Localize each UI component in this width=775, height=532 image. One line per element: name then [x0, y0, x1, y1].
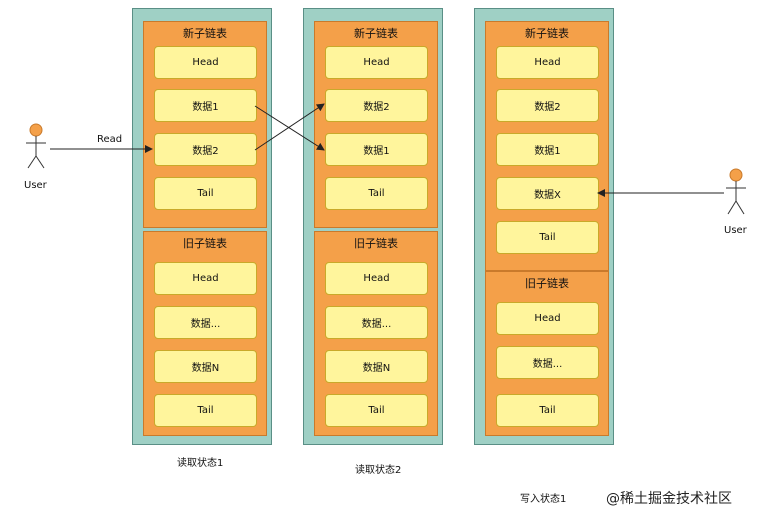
group-title: 新子链表 — [525, 27, 569, 40]
read-label: Read — [97, 134, 123, 145]
state-panel-write-1: 新子链表 Head 数据2 数据1 数据X Tail 旧子链表 Head 数据.… — [474, 8, 614, 445]
watermark: @稀土掘金技术社区 — [606, 491, 732, 507]
old-sublist-group: 旧子链表 Head 数据... 数据N Tail — [143, 231, 267, 436]
new-sublist-group: 新子链表 Head 数据2 数据1 Tail — [314, 21, 438, 228]
list-node: Tail — [325, 394, 428, 427]
list-node: 数据N — [325, 350, 428, 383]
list-node: Tail — [154, 394, 257, 427]
cross-arrow — [254, 105, 325, 151]
group-title: 旧子链表 — [525, 277, 569, 290]
old-sublist-group: 旧子链表 Head 数据... Tail — [485, 271, 609, 436]
group-title: 新子链表 — [183, 27, 227, 40]
new-sublist-group: 新子链表 Head 数据2 数据1 数据X Tail — [485, 21, 609, 271]
user-label-left: User — [24, 180, 47, 191]
group-title: 旧子链表 — [354, 237, 398, 250]
state-panel-read-2: 新子链表 Head 数据2 数据1 Tail 旧子链表 Head 数据... 数… — [303, 8, 443, 445]
list-node: 数据1 — [496, 133, 599, 166]
list-node: 数据N — [154, 350, 257, 383]
state-caption: 读取状态2 — [355, 465, 402, 476]
list-node: 数据2 — [154, 133, 257, 166]
state-caption: 读取状态1 — [177, 458, 224, 469]
group-title: 旧子链表 — [183, 237, 227, 250]
cross-arrow — [254, 103, 325, 151]
list-node: Tail — [496, 221, 599, 254]
old-sublist-group: 旧子链表 Head 数据... 数据N Tail — [314, 231, 438, 436]
user-label-right: User — [724, 225, 747, 236]
list-node: Head — [325, 262, 428, 295]
list-node: Tail — [325, 177, 428, 210]
list-node: 数据... — [325, 306, 428, 339]
list-node: 数据1 — [325, 133, 428, 166]
user-actor-icon — [726, 168, 746, 215]
new-sublist-group: 新子链表 Head 数据1 数据2 Tail — [143, 21, 267, 228]
list-node: 数据2 — [325, 89, 428, 122]
list-node: Tail — [496, 394, 599, 427]
list-node: 数据X — [496, 177, 599, 210]
list-node: 数据... — [154, 306, 257, 339]
list-node: Head — [325, 46, 428, 79]
list-node: 数据... — [496, 346, 599, 379]
list-node: Head — [154, 262, 257, 295]
list-node: 数据1 — [154, 89, 257, 122]
list-node: Tail — [154, 177, 257, 210]
list-node: Head — [154, 46, 257, 79]
list-node: Head — [496, 302, 599, 335]
user-actor-icon — [26, 123, 46, 169]
list-node: Head — [496, 46, 599, 79]
state-caption: 写入状态1 — [520, 494, 567, 505]
list-node: 数据2 — [496, 89, 599, 122]
state-panel-read-1: 新子链表 Head 数据1 数据2 Tail 旧子链表 Head 数据... 数… — [132, 8, 272, 445]
group-title: 新子链表 — [354, 27, 398, 40]
